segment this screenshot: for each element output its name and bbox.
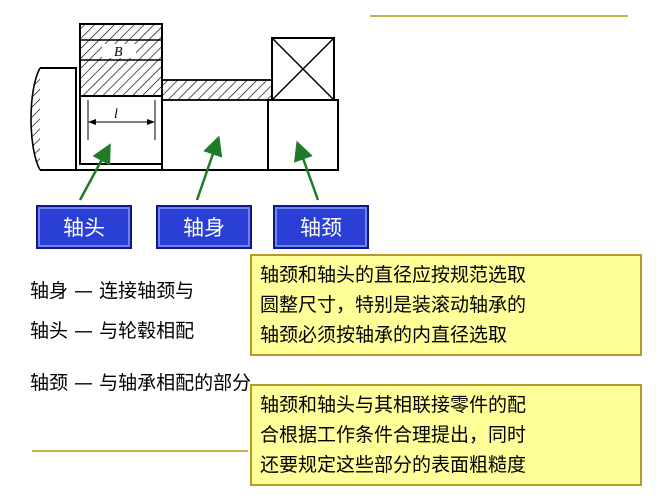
dimension-l-label: l xyxy=(114,107,118,122)
arrow-to-body xyxy=(195,135,223,201)
label-body: 轴身 xyxy=(156,205,252,249)
label-journal: 轴颈 xyxy=(273,205,369,249)
shaft-end xyxy=(30,67,77,171)
note-fit-line: 合根据工作条件合理提出，同时 xyxy=(260,424,527,446)
arrow-to-head xyxy=(78,143,111,201)
note-fit-line: 轴颈和轴头与其相联接零件的配 xyxy=(260,394,527,416)
note-diameter-line: 轴颈必须按轴承的内直径选取 xyxy=(260,324,508,346)
dimension-l xyxy=(87,100,156,140)
top-decor-line xyxy=(370,15,628,17)
note-diameter: 轴颈和轴头的直径应按规范选取 圆整尺寸，特别是装滚动轴承的 轴颈必须按轴承的内直… xyxy=(250,254,642,356)
definition-head: 轴头 — 与轮毂相配 xyxy=(30,320,195,342)
dimension-b-label: B xyxy=(114,45,123,60)
definition-journal: 轴颈 — 与轴承相配的部分 xyxy=(30,372,252,394)
note-diameter-line: 圆整尺寸，特别是装滚动轴承的 xyxy=(260,294,527,316)
note-fit: 轴颈和轴头与其相联接零件的配 合根据工作条件合理提出，同时 还要规定这些部分的表… xyxy=(250,384,642,486)
note-diameter-line: 轴颈和轴头的直径应按规范选取 xyxy=(260,264,527,286)
arrow-to-journal xyxy=(293,140,320,201)
shaft-diagram: B l xyxy=(30,23,339,201)
bottom-decor-line xyxy=(32,450,248,452)
label-head: 轴头 xyxy=(36,205,132,249)
note-fit-line: 还要规定这些部分的表面粗糙度 xyxy=(260,454,527,476)
bearing xyxy=(267,37,339,171)
shaft-body xyxy=(76,79,273,171)
definition-body: 轴身 — 连接轴颈与 xyxy=(30,280,195,302)
